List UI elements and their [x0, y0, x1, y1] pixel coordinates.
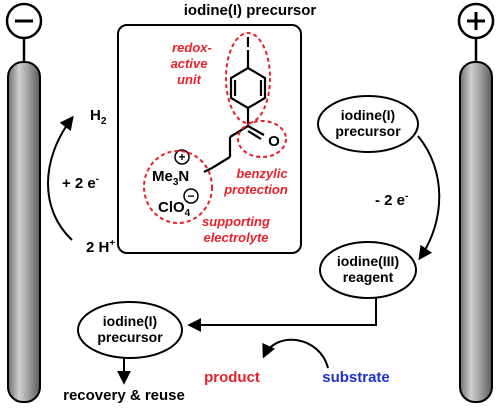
cathode-arrow — [47, 115, 74, 241]
benzylic-label-1: benzylic — [236, 166, 288, 181]
cathode-electrons: + 2 e- — [62, 174, 99, 192]
benzylic-highlight — [237, 120, 287, 158]
molecule-panel: iodine(I) precursor I O — [117, 2, 317, 254]
reagent-line2: reagent — [343, 269, 394, 285]
anode-precursor-line2: precursor — [335, 123, 401, 139]
benzylic-label-2: protection — [223, 182, 288, 197]
substrate-label: substrate — [322, 369, 390, 386]
bottom-precursor-line2: precursor — [97, 329, 163, 345]
anode-rod — [459, 61, 493, 403]
svg-text:−: − — [187, 189, 194, 203]
panel-frame — [117, 24, 302, 254]
ammonium-group: Me3N — [152, 168, 189, 188]
anion-charge-icon — [183, 188, 199, 204]
reagent-line1: iodine(III) — [337, 253, 399, 269]
cathode-reaction: H2 + 2 e- 2 H+ — [47, 107, 115, 256]
protons-label: 2 H+ — [86, 238, 115, 256]
supporting-label-1: supporting — [202, 214, 270, 229]
iodine-iii-bubble — [319, 241, 417, 299]
substrate-arrow — [262, 338, 329, 369]
bottom-flow: iodine(I) precursor recovery & reuse pro… — [63, 298, 390, 404]
electrolyte-highlight — [143, 150, 213, 224]
redox-label-1: redox- — [172, 40, 212, 55]
return-arrow — [187, 298, 377, 332]
cathode-rod — [7, 61, 41, 403]
anode — [457, 2, 495, 403]
anode-precursor-line1: iodine(I) — [341, 107, 395, 123]
oxygen-atom: O — [268, 133, 280, 150]
iodine-atom: I — [246, 34, 250, 51]
perchlorate-group: ClO4 — [158, 199, 191, 219]
anode-reaction: iodine(I) precursor - 2 e- iodine(III) r… — [317, 95, 441, 299]
anode-electrons: - 2 e- — [375, 191, 408, 209]
recovery-label: recovery & reuse — [63, 387, 185, 404]
product-label: product — [204, 369, 260, 386]
bottom-precursor-bubble — [77, 301, 183, 359]
redox-label-2: active — [171, 56, 208, 71]
anode-precursor-bubble — [317, 95, 419, 153]
h2-label: H2 — [90, 107, 107, 127]
redox-label-3: unit — [177, 72, 201, 87]
anode-arrow — [417, 135, 441, 261]
bottom-precursor-line1: iodine(I) — [103, 313, 157, 329]
cation-charge-icon — [174, 149, 190, 165]
panel-title: iodine(I) precursor — [184, 2, 317, 19]
svg-text:+: + — [178, 150, 185, 164]
molecule-structure — [203, 50, 267, 173]
cathode — [5, 2, 43, 403]
supporting-label-2: electrolyte — [203, 230, 268, 245]
redox-highlight — [225, 32, 271, 124]
